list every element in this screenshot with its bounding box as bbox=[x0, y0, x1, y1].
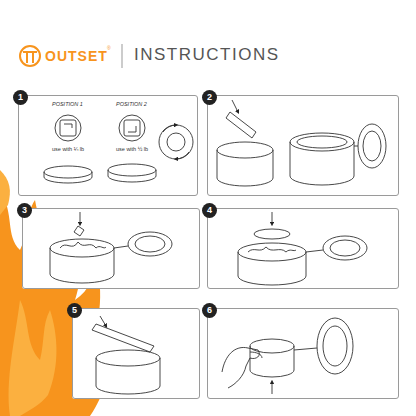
step-number: 4 bbox=[202, 203, 217, 218]
step-panel: 6 bbox=[207, 308, 399, 399]
step-number: 1 bbox=[13, 90, 28, 105]
step-panel: 2 bbox=[207, 95, 399, 196]
brand-name: OUTSET bbox=[45, 48, 108, 64]
position-label: POSITION 1 bbox=[52, 101, 83, 107]
step-panel: 4 bbox=[207, 208, 399, 289]
step-number: 2 bbox=[202, 90, 217, 105]
size-label: use with ¼ lb bbox=[52, 146, 84, 152]
trademark: ® bbox=[107, 45, 111, 51]
logo bbox=[20, 44, 122, 68]
step-panel: 3 bbox=[22, 208, 200, 289]
step-panel: 1 bbox=[18, 95, 198, 196]
size-label: use with ½ lb bbox=[116, 146, 148, 152]
step-number: 3 bbox=[17, 203, 32, 218]
step-number: 5 bbox=[67, 303, 82, 318]
drawings bbox=[44, 100, 386, 394]
panel-ground bbox=[18, 95, 399, 399]
step-panel: 5 bbox=[72, 308, 200, 399]
page-title: INSTRUCTIONS bbox=[134, 45, 280, 65]
position-label: POSITION 2 bbox=[116, 101, 147, 107]
step-number: 6 bbox=[202, 303, 217, 318]
